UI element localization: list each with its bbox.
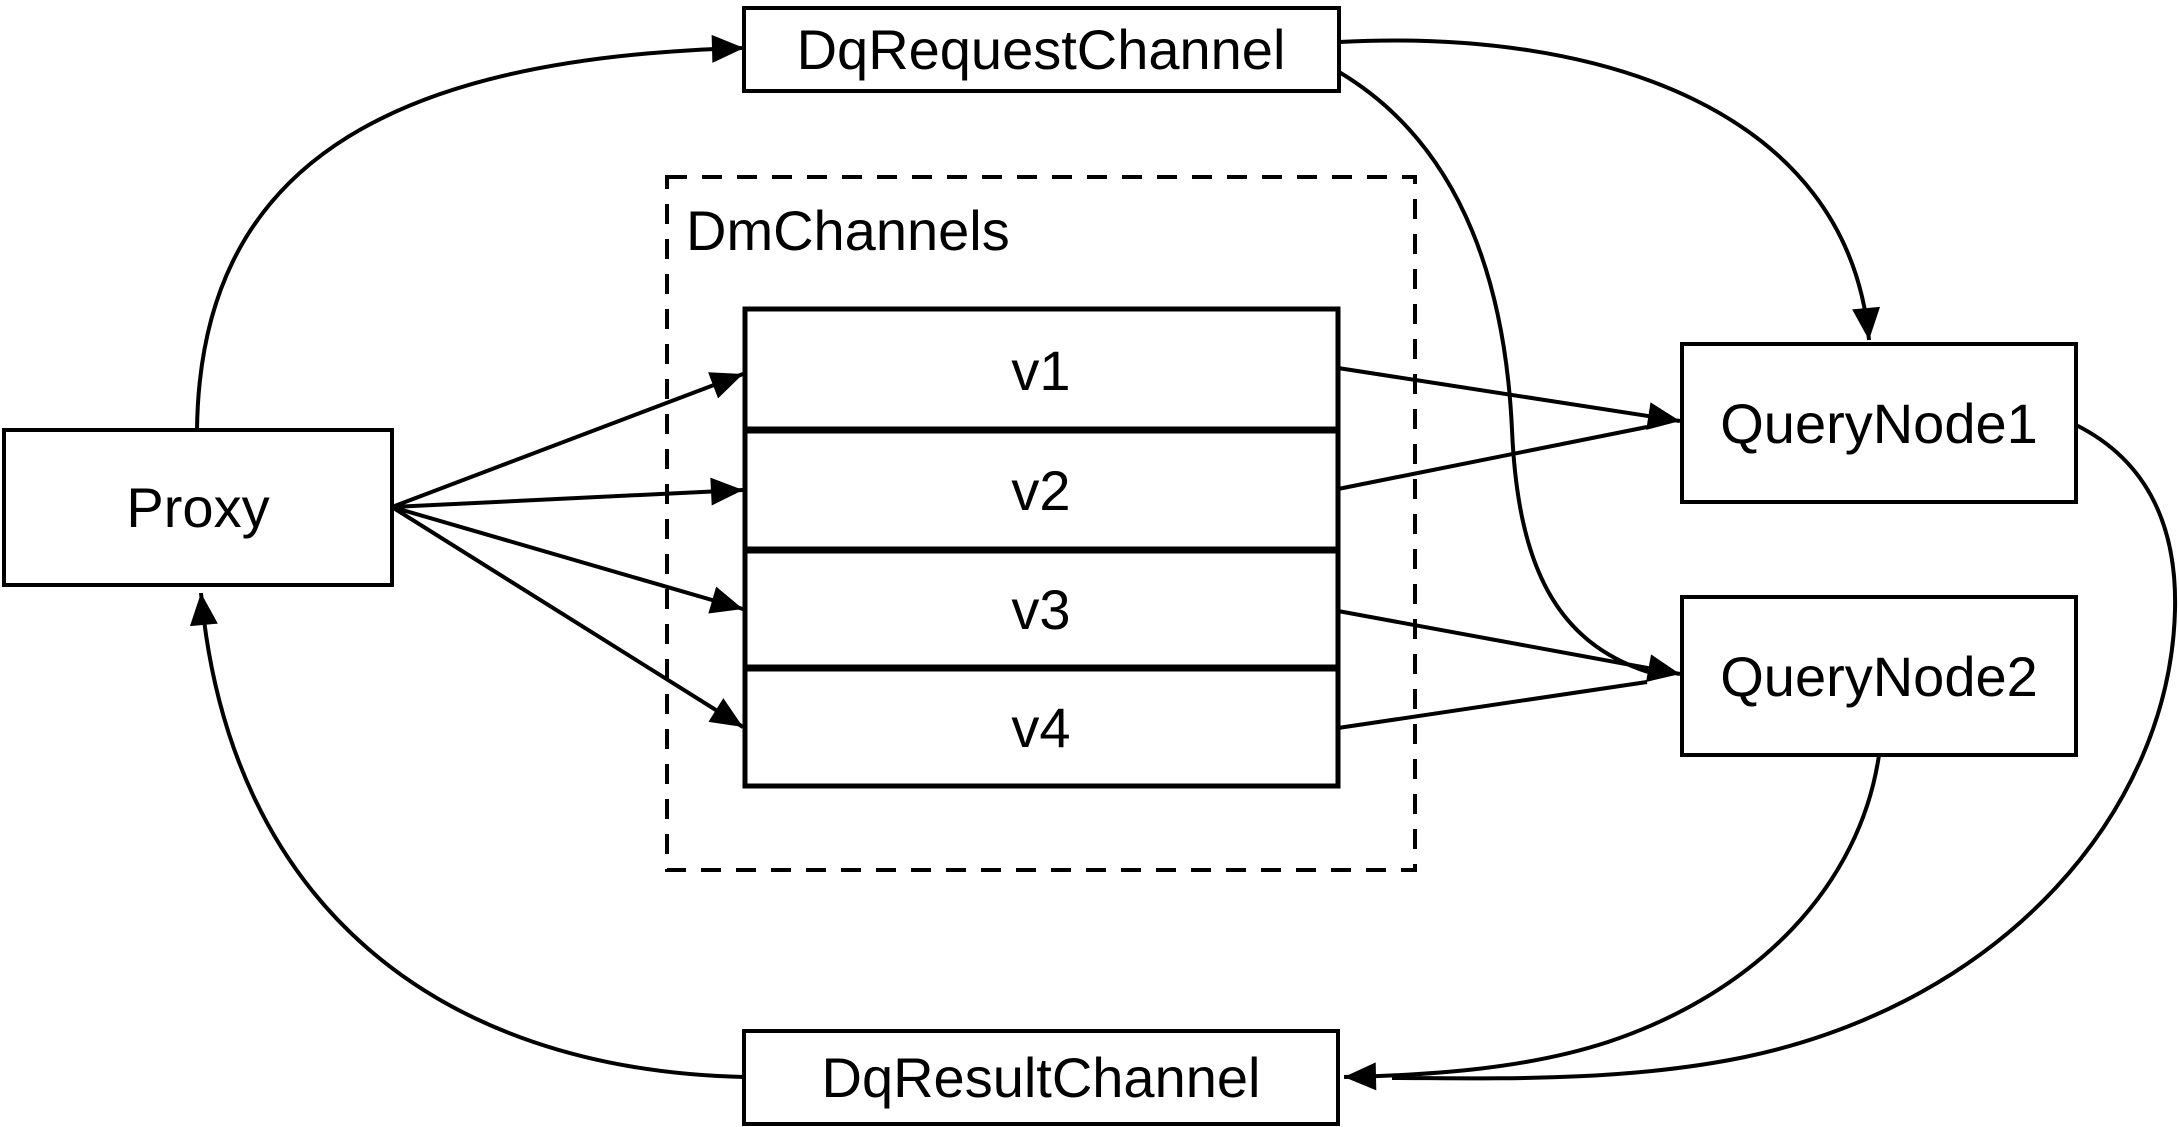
edge-proxy-to-v2 <box>391 477 744 509</box>
channel-row-v4: v4 <box>1011 696 1070 759</box>
node-proxy <box>2 428 394 587</box>
edge-querynode2-to-dqresultchannel <box>1343 754 1881 1091</box>
edge-dqrequestchannel-to-querynode1 <box>1338 38 1880 341</box>
query-node-1-label: QueryNode1 <box>1720 392 2038 455</box>
dq-result-channel-label: DqResultChannel <box>822 1046 1261 1109</box>
group-dm-channels <box>665 175 1417 872</box>
node-query-node-2 <box>1680 595 2078 757</box>
dm-channels-label: DmChannels <box>686 199 1010 262</box>
node-dq-result-channel <box>742 1029 1340 1126</box>
edge-proxy-to-dqrequestchannel <box>195 34 745 431</box>
query-node-2-label: QueryNode2 <box>1720 645 2038 708</box>
edge-proxy-to-v1 <box>391 372 744 509</box>
edge-v3-to-querynode2 <box>1337 609 1681 682</box>
edge-querynode1-to-dqresultchannel <box>1391 423 2178 1081</box>
edge-dqrequestchannel-to-querynode2 <box>1337 70 1649 674</box>
node-query-node-1 <box>1680 342 2078 504</box>
node-dq-request-channel <box>742 6 1341 93</box>
edge-proxy-to-v3 <box>391 505 744 614</box>
edge-dqresultchannel-to-proxy <box>189 592 745 1079</box>
proxy-label: Proxy <box>126 476 269 539</box>
edge-v4-to-querynode2 <box>1337 680 1648 730</box>
channel-row-v2: v2 <box>1011 459 1070 522</box>
edge-v2-to-querynode1 <box>1337 425 1648 491</box>
channel-row-v1: v1 <box>1011 339 1070 402</box>
channel-row-v3: v3 <box>1011 578 1070 641</box>
dq-request-channel-label: DqRequestChannel <box>797 18 1286 81</box>
edge-v1-to-querynode1 <box>1337 366 1681 430</box>
edge-proxy-to-v4 <box>390 505 745 729</box>
